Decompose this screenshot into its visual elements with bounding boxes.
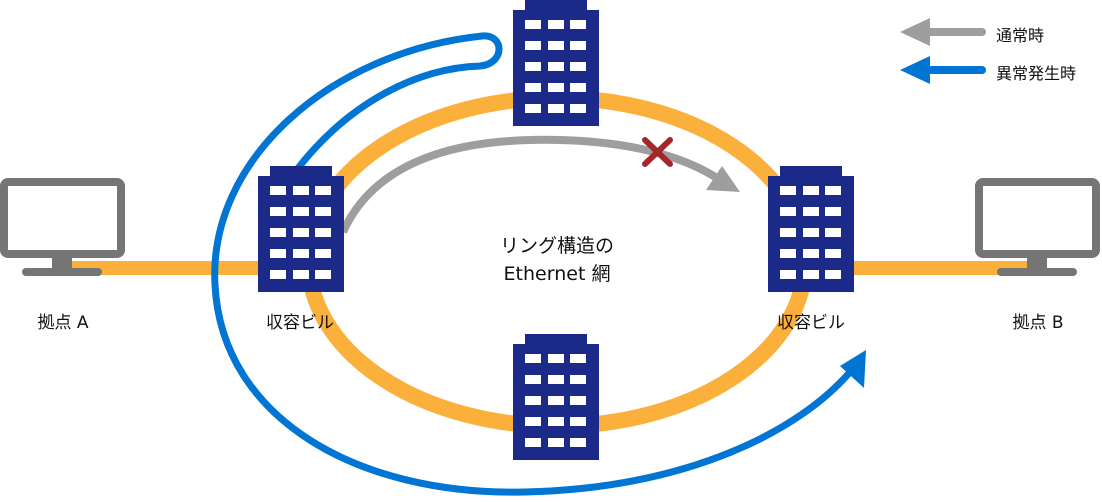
normal-arrowhead	[706, 166, 740, 192]
abnormal-path-arrow	[211, 32, 853, 496]
site-b-label: 拠点 B	[1012, 313, 1064, 333]
building-left-icon	[258, 166, 344, 292]
ring-label-line1: リング構造の	[499, 235, 615, 257]
building-right-icon	[768, 166, 854, 292]
site-a-label: 拠点 A	[37, 313, 89, 333]
normal-path-arrow	[339, 135, 723, 234]
fault-x-icon	[642, 137, 673, 167]
building-bottom-icon	[513, 334, 599, 460]
building-right-label: 収容ビル	[777, 313, 845, 333]
legend-normal-label: 通常時	[996, 26, 1045, 45]
legend-abnormal-label: 異常発生時	[996, 64, 1077, 83]
abnormal-arrowhead	[840, 350, 866, 388]
ring-label: リング構造の Ethernet 網	[500, 232, 614, 288]
building-top-icon	[513, 0, 599, 126]
building-left-label: 収容ビル	[266, 313, 334, 333]
ring-label-line2: Ethernet 網	[503, 263, 611, 285]
